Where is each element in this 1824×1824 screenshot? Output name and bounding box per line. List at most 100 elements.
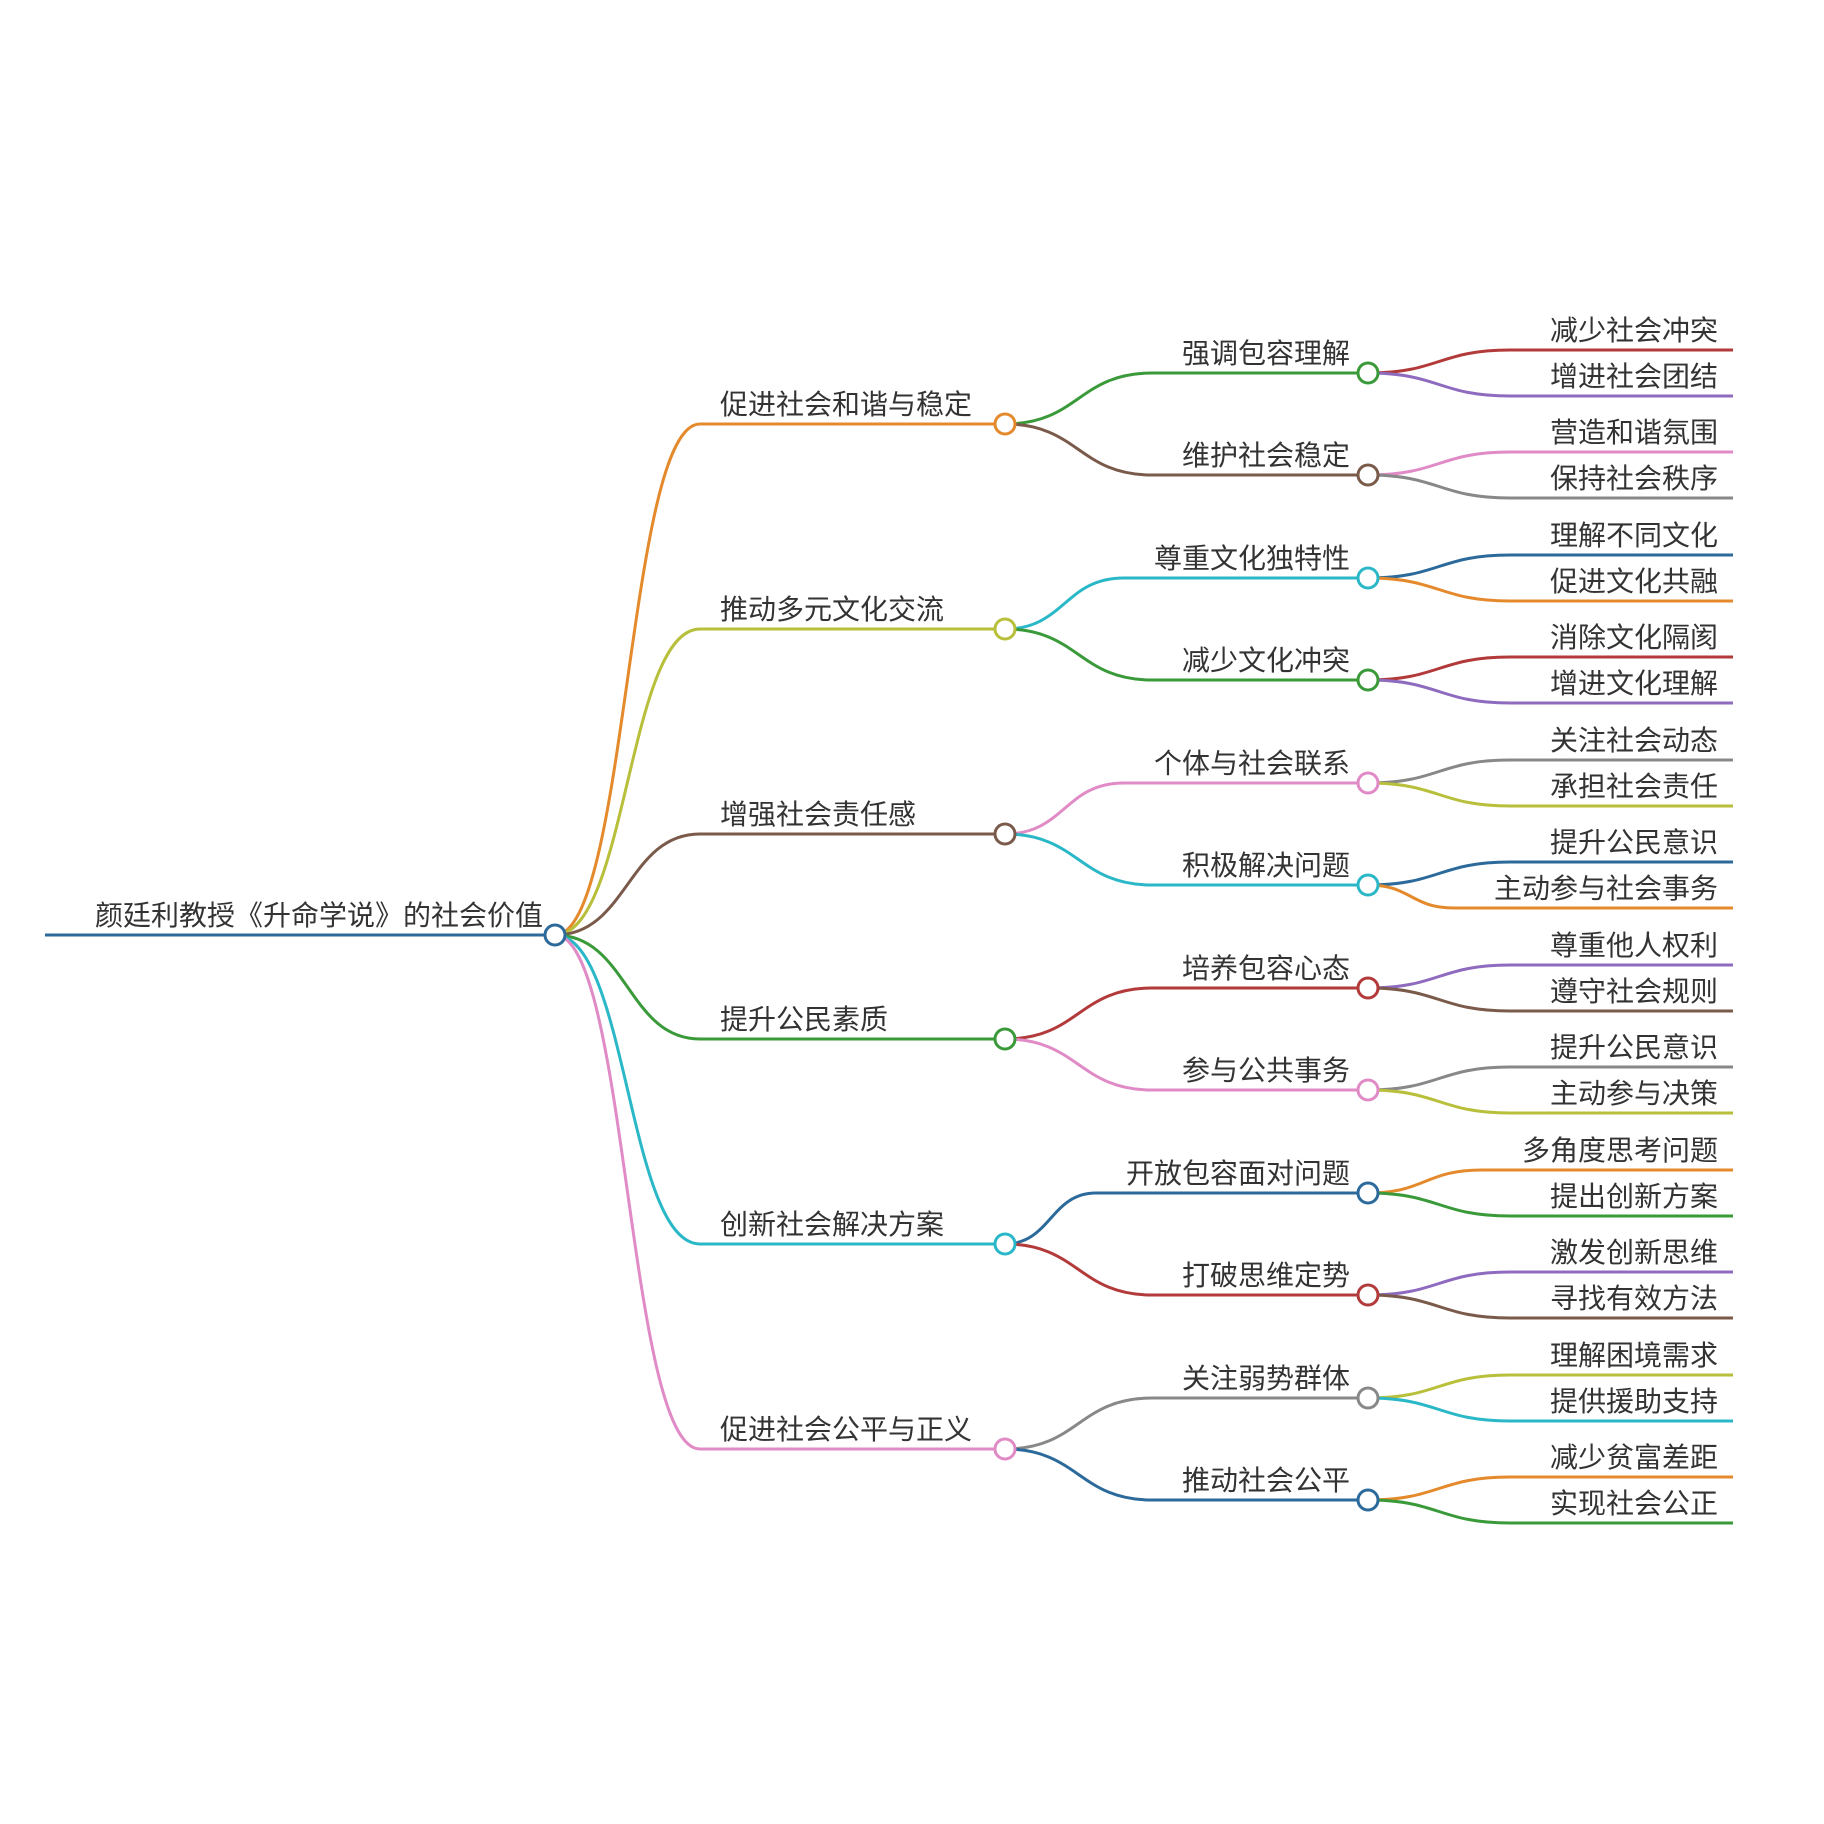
leaf-topic: 增进社会团结 [1550, 360, 1718, 393]
subtopic: 推动社会公平 [1182, 1464, 1350, 1497]
leaf-topic: 增进文化理解 [1550, 667, 1718, 700]
circles-layer [543, 361, 1380, 1512]
leaf-topic: 减少贫富差距 [1550, 1441, 1718, 1474]
subtopic: 尊重文化独特性 [1154, 542, 1350, 575]
subtopic-node-circle[interactable] [1356, 566, 1380, 590]
subtopic-node-circle[interactable] [1356, 771, 1380, 795]
subtopic-node-circle[interactable] [1356, 668, 1380, 692]
leaf-edge [1367, 473, 1510, 500]
branch-topic: 创新社会解决方案 [720, 1208, 944, 1241]
branch-node-circle[interactable] [993, 412, 1017, 436]
branch-edge [554, 832, 701, 937]
subtopic-edge [1004, 1447, 1152, 1502]
branch-node-circle[interactable] [993, 822, 1017, 846]
subtopic-node-circle[interactable] [1356, 1181, 1380, 1205]
subtopic-edge [1004, 371, 1152, 426]
leaf-edge [1367, 1475, 1510, 1502]
leaf-edge [1367, 1270, 1510, 1297]
branch-node-circle[interactable] [993, 1027, 1017, 1051]
leaf-edge [1367, 781, 1510, 808]
branch-edge [554, 933, 701, 1451]
branch-node-circle[interactable] [993, 1232, 1017, 1256]
leaf-edge [1367, 1168, 1482, 1195]
subtopic: 个体与社会联系 [1154, 747, 1350, 780]
subtopic: 维护社会稳定 [1182, 439, 1350, 472]
branch-edge [554, 422, 701, 937]
branch-edge [554, 933, 701, 1041]
branch-edge [554, 933, 701, 1246]
leaf-topic: 提升公民意识 [1550, 1031, 1718, 1064]
leaf-topic: 寻找有效方法 [1550, 1282, 1718, 1315]
subtopic: 打破思维定势 [1182, 1259, 1350, 1292]
subtopic: 开放包容面对问题 [1126, 1157, 1350, 1190]
leaf-topic: 促进文化共融 [1550, 565, 1718, 598]
leaf-topic: 减少社会冲突 [1550, 314, 1718, 347]
leaf-edge [1367, 678, 1510, 705]
branch-topic: 提升公民素质 [720, 1003, 888, 1036]
leaf-topic: 承担社会责任 [1550, 770, 1718, 803]
subtopic-node-circle[interactable] [1356, 1488, 1380, 1512]
leaf-topic: 理解不同文化 [1550, 519, 1718, 552]
branch-node-circle[interactable] [993, 1437, 1017, 1461]
subtopic-edge [1004, 1191, 1096, 1246]
leaf-topic: 主动参与决策 [1550, 1077, 1718, 1110]
leaf-topic: 提升公民意识 [1550, 826, 1718, 859]
leaf-topic: 保持社会秩序 [1550, 462, 1718, 495]
leaf-topic: 营造和谐氛围 [1550, 416, 1718, 449]
root-topic: 颜廷利教授《升命学说》的社会价值 [95, 899, 543, 932]
leaf-edge [1367, 963, 1510, 990]
subtopic-edge [1004, 1037, 1152, 1092]
underlines-layer [45, 348, 1733, 1525]
leaf-edge [1367, 655, 1510, 682]
leaf-edge [1367, 860, 1510, 887]
subtopic-node-circle[interactable] [1356, 1386, 1380, 1410]
subtopic: 参与公共事务 [1182, 1054, 1350, 1087]
edges-layer [554, 348, 1510, 1525]
branch-node-circle[interactable] [993, 617, 1017, 641]
branch-topic: 推动多元文化交流 [720, 593, 944, 626]
leaf-topic: 提出创新方案 [1550, 1180, 1718, 1213]
root-node-circle[interactable] [543, 923, 567, 947]
leaf-edge [1367, 883, 1454, 910]
leaf-edge [1367, 576, 1510, 603]
leaf-edge [1367, 371, 1510, 398]
leaf-topic: 激发创新思维 [1550, 1236, 1718, 1269]
subtopic-node-circle[interactable] [1356, 361, 1380, 385]
leaf-edge [1367, 553, 1510, 580]
subtopic-edge [1004, 832, 1152, 887]
subtopic-node-circle[interactable] [1356, 873, 1380, 897]
leaf-topic: 遵守社会规则 [1550, 975, 1718, 1008]
subtopic-node-circle[interactable] [1356, 1283, 1380, 1307]
subtopic: 减少文化冲突 [1182, 644, 1350, 677]
leaf-topic: 多角度思考问题 [1522, 1134, 1718, 1167]
subtopic-node-circle[interactable] [1356, 1078, 1380, 1102]
subtopic: 关注弱势群体 [1182, 1362, 1350, 1395]
leaf-edge [1367, 986, 1510, 1013]
branch-topic: 促进社会和谐与稳定 [720, 388, 972, 421]
leaf-edge [1367, 1293, 1510, 1320]
branch-topic: 增强社会责任感 [720, 798, 916, 831]
subtopic-node-circle[interactable] [1356, 976, 1380, 1000]
leaf-topic: 理解困境需求 [1550, 1339, 1718, 1372]
leaf-edge [1367, 1373, 1510, 1400]
leaf-topic: 消除文化隔阂 [1550, 621, 1718, 654]
leaf-edge [1367, 450, 1510, 477]
leaf-topic: 尊重他人权利 [1550, 929, 1718, 962]
leaf-edge [1367, 1088, 1510, 1115]
leaf-edge [1367, 1498, 1510, 1525]
labels-layer: 颜廷利教授《升命学说》的社会价值 促进社会和谐与稳定 强调包容理解 减少社会冲突增进社… [95, 314, 1718, 1520]
subtopic: 强调包容理解 [1182, 337, 1350, 370]
leaf-edge [1367, 1396, 1510, 1423]
subtopic-edge [1004, 627, 1152, 682]
subtopic-edge [1004, 1242, 1152, 1297]
subtopic-edge [1004, 781, 1124, 836]
leaf-edge [1367, 1065, 1510, 1092]
leaf-topic: 提供援助支持 [1550, 1385, 1718, 1418]
leaf-topic: 主动参与社会事务 [1494, 872, 1718, 905]
branch-edge [554, 627, 701, 937]
leaf-topic: 关注社会动态 [1550, 724, 1718, 757]
subtopic-edge [1004, 1396, 1152, 1451]
subtopic-node-circle[interactable] [1356, 463, 1380, 487]
subtopic: 培养包容心态 [1182, 952, 1350, 985]
